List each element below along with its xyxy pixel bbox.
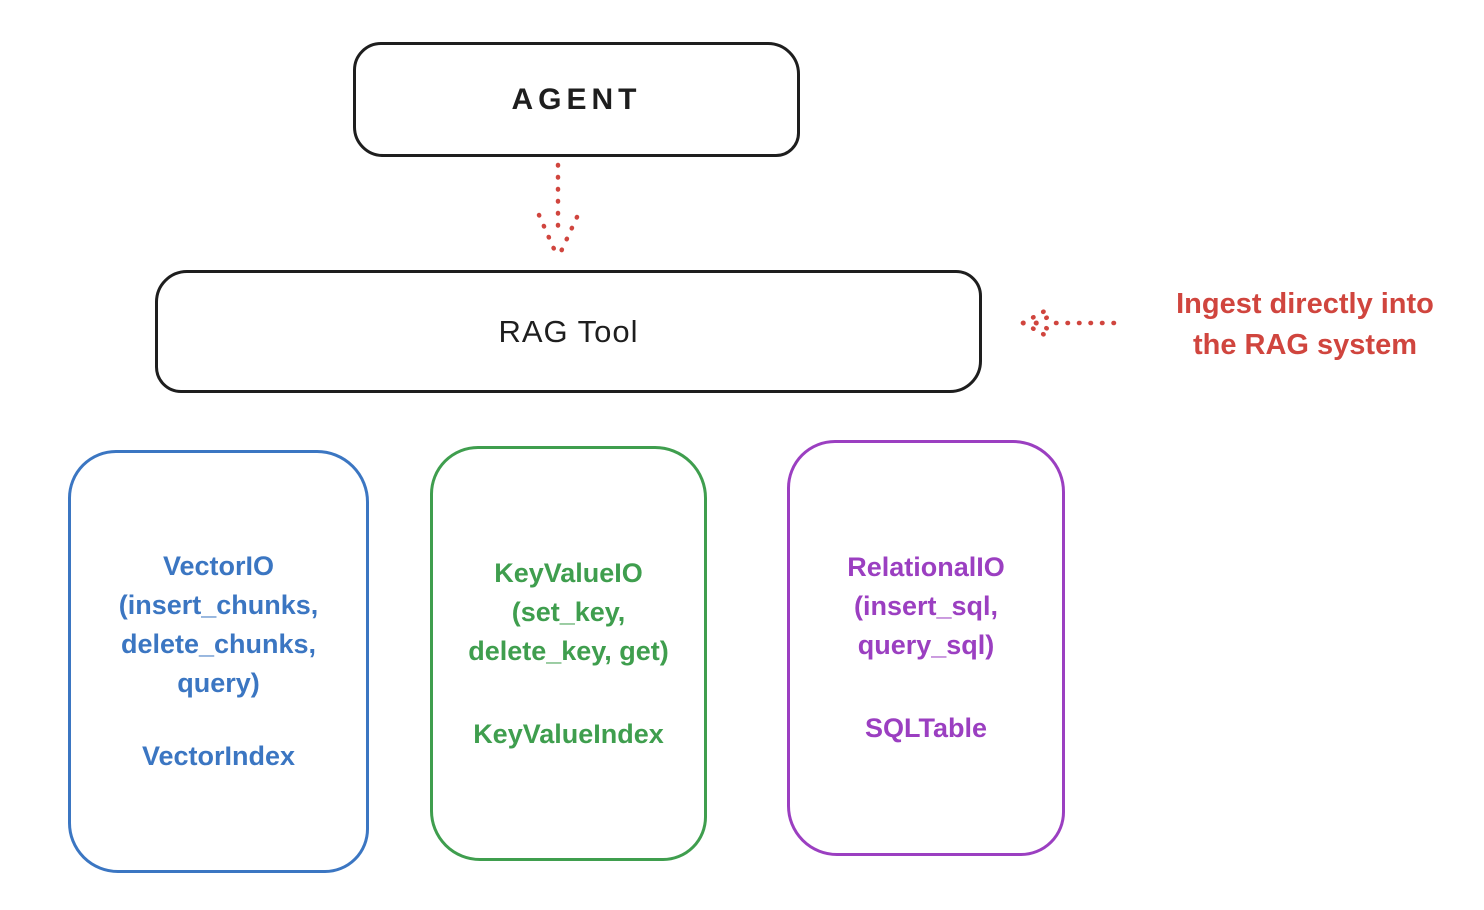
text-line: VectorIO (162, 551, 275, 581)
text-line: (insert_chunks, (118, 590, 319, 620)
text-line: query_sql) (857, 630, 995, 660)
annotation-line: the RAG system (1192, 329, 1417, 361)
annotation-line: Ingest directly into (1176, 288, 1434, 320)
text-line: delete_chunks, (120, 629, 317, 659)
text-line: delete_key, get) (468, 635, 669, 666)
rag-tool-node[interactable]: RAG Tool (155, 270, 982, 393)
vector-io-title: VectorIO (insert_chunks, delete_chunks, … (119, 547, 319, 703)
relational-io-node[interactable]: RelationalIO (insert_sql, query_sql) SQL… (787, 440, 1065, 856)
text-line: (set_key, (511, 596, 626, 627)
key-value-io-node[interactable]: KeyValueIO (set_key, delete_key, get) Ke… (430, 446, 707, 861)
text-line: KeyValueIO (494, 557, 643, 588)
sql-table-label: SQLTable (864, 713, 987, 743)
text-line: (insert_sql, (853, 591, 999, 621)
agent-label: AGENT (511, 82, 642, 116)
text-line: query) (177, 668, 260, 698)
rag-tool-label: RAG Tool (498, 313, 639, 349)
vector-io-node[interactable]: VectorIO (insert_chunks, delete_chunks, … (68, 450, 369, 873)
relational-io-title: RelationalIO (insert_sql, query_sql) (847, 548, 1005, 665)
key-value-io-title: KeyValueIO (set_key, delete_key, get) (468, 554, 669, 671)
ingest-annotation: Ingest directly into the RAG system (1126, 284, 1484, 366)
text-line: RelationalIO (847, 552, 1005, 582)
agent-node[interactable]: AGENT (353, 42, 800, 157)
vector-index-label: VectorIndex (141, 741, 296, 771)
key-value-index-label: KeyValueIndex (473, 718, 664, 749)
dotted-arrow-left-icon (1020, 304, 1117, 342)
dotted-arrow-down-icon (536, 162, 580, 261)
